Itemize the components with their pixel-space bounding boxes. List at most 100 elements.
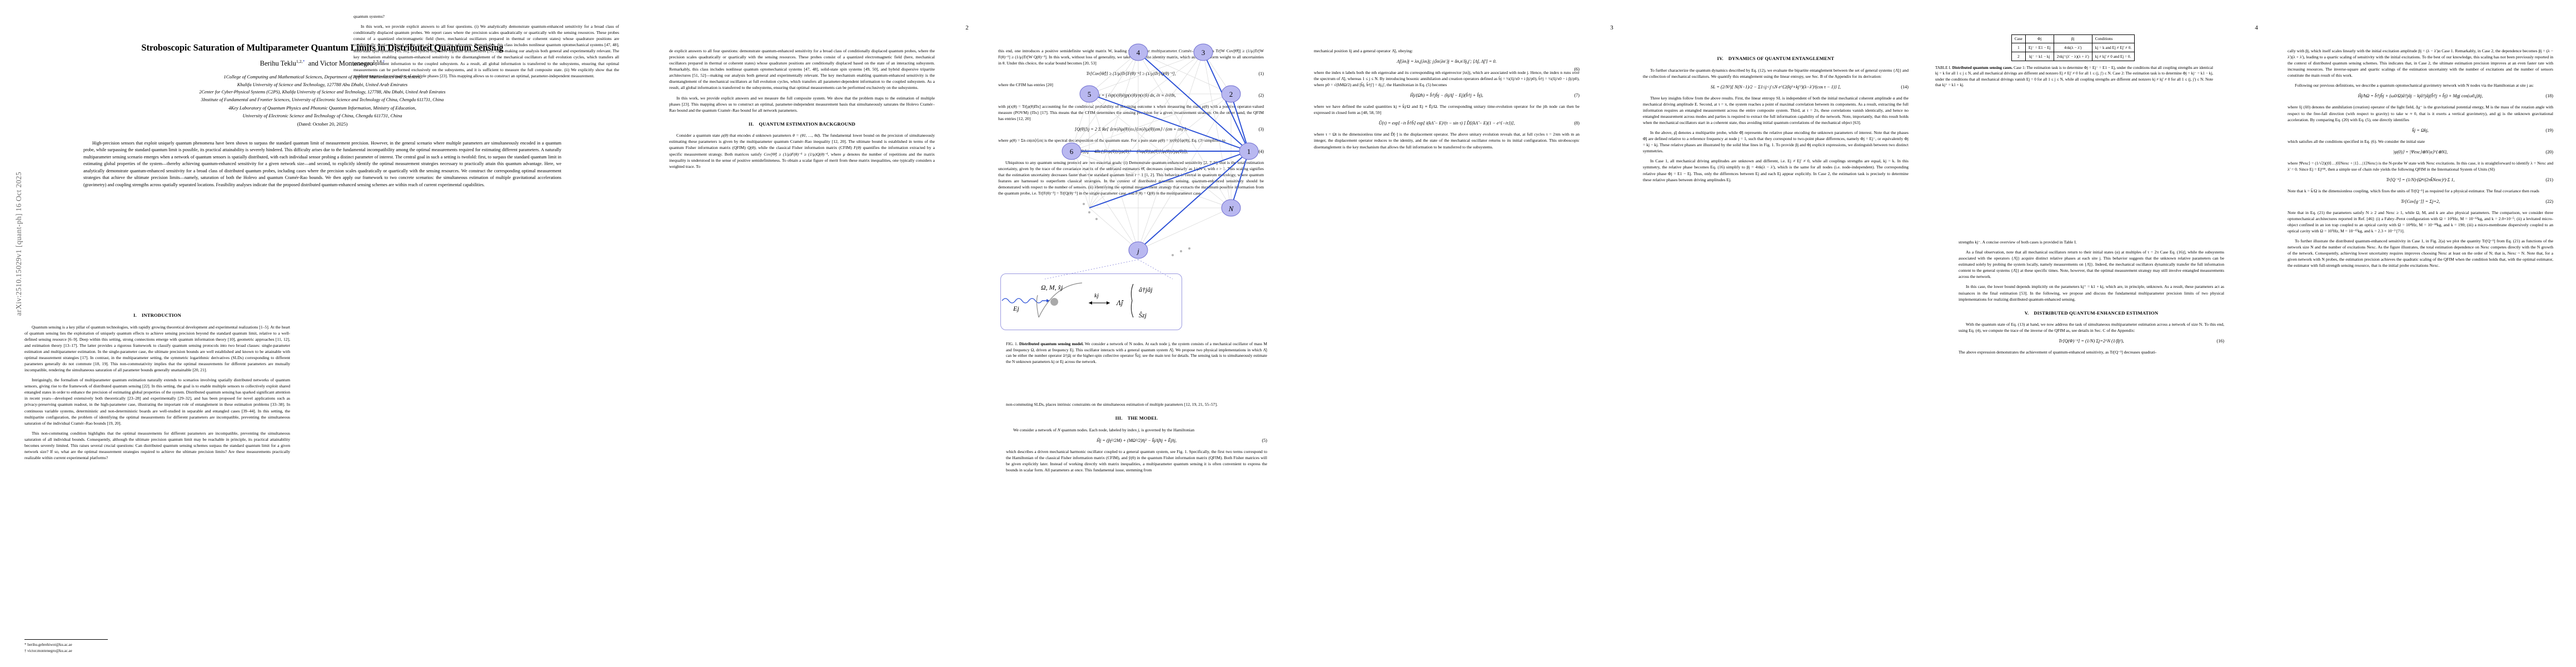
affiliation-1: 1College of Computing and Mathematical S…	[223, 74, 421, 79]
drive-wave	[1001, 298, 1043, 303]
affiliation-1b: Khalifa University of Science and Techno…	[237, 82, 408, 87]
page3-column-left: mechanical position x̂j and a general op…	[1314, 48, 1580, 150]
brace	[1130, 283, 1134, 318]
equation-8: Û(τ) = exp[−iτ b̂†b̂] exp[ i(kΛ̂ − E)²(τ…	[1378, 121, 1580, 126]
paragraph: As a final observation, note that all me…	[1959, 250, 2224, 280]
ellipsis-dots	[1083, 203, 1190, 256]
affiliation-4b: University of Electronic Science and Tec…	[242, 113, 402, 118]
col-header: Case	[2011, 34, 2026, 43]
section-heading-model: III.THE MODEL	[1115, 415, 1158, 421]
page-2: 2 de explicit answers to all four questi…	[645, 0, 1289, 667]
page-number: 4	[2255, 24, 2258, 31]
equation-16: Tr[Q(Φ)⁻¹] = (1/N) Σj=2^N (1/βj²),(16)	[2059, 339, 2224, 344]
table-caption-text: Case 1: The estimation task is to determ…	[1935, 66, 2213, 88]
equation-18: Ĥj/ħΩ = b̂†jb̂j + (ω0/Ω)â†jâj − kjâ†jâj(…	[2358, 93, 2553, 99]
paragraph: where ρ(θ) = Σn εn|εn⟩⟨εn| is the spectr…	[998, 138, 1225, 143]
section-heading-intro: I.INTRODUCTION	[133, 312, 182, 318]
table-row: 1 Ej⁻ = E1 − Ej 4πk(λ − λ') kj = k and E…	[2011, 43, 2135, 52]
paragraph: where x̂j (x̂0) denotes the annihilation…	[2288, 104, 2553, 122]
section-heading-entanglement: IV.DYNAMICS OF QUANTUM ENTANGLEMENT	[1717, 56, 1835, 61]
affiliation-2: 2Center for Cyber-Physical Systems (C2PS…	[199, 89, 446, 94]
section-heading-enhanced: V.DISTRIBUTED QUANTUM-ENHANCED ESTIMATIO…	[2024, 310, 2159, 316]
paragraph: where the CFIM has entries [20]	[998, 82, 1053, 88]
figure-label: FIG. 1.	[1006, 341, 1018, 346]
page-number: 2	[965, 24, 969, 31]
inset-operator: Λ̂j	[1115, 298, 1124, 307]
paragraph: In the above, ρ̂j denotes a multipartite…	[1643, 130, 1909, 154]
paragraph: cally with βj, which itself scales linea…	[2288, 48, 2553, 78]
paragraph: where the index n labels both the nth ei…	[1314, 70, 1580, 88]
paragraph: where we have defined the scaled quantit…	[1314, 104, 1580, 116]
table-label: TABLE I.	[1935, 66, 1951, 70]
paragraph: The above expression demonstrates the ac…	[1959, 350, 2157, 355]
paragraph: where |Ψexc⟩ = (1/√2)(|0⟩…|0⟩Nexc + |1⟩……	[2288, 160, 2553, 172]
inset-op-number: â†jâj	[1139, 286, 1153, 293]
paragraph: which describes a driven mechanical harm…	[1006, 449, 1267, 472]
page2-column-left: de explicit answers to all four question…	[669, 48, 935, 170]
paragraph: Following our previous definitions, we d…	[2295, 83, 2534, 88]
cell: kj⁻ = k1 − kj	[2025, 52, 2054, 61]
paragraph: Three key insights follow from the above…	[1643, 95, 1909, 125]
equation-2: [F(θ)]ij = ∫ ∂ip(x|θ)∂jp(x|θ)/p(x|θ) dx,…	[1086, 93, 1264, 98]
inset-params: Ω, M, x̂j	[1041, 283, 1063, 291]
equation-7: Ĥj/(Ωħ) = b̂†jb̂j − (kjΛ̂j − Ej)(b̂†j + …	[1410, 93, 1580, 98]
col-header: Conditions	[2091, 34, 2135, 43]
cell: 4πk(λ − λ')	[2053, 43, 2092, 52]
table-header-row: Case Φj βj Conditions	[2011, 34, 2135, 43]
node-label: N	[1228, 205, 1234, 213]
affiliation-4: 4Key Laboratory of Quantum Physics and P…	[228, 105, 416, 111]
paragraph: In this work, we provide explicit answer…	[353, 24, 619, 78]
footnote-email-1[interactable]: * berihu.gebrehiwot@ku.ac.ae	[24, 643, 72, 647]
figure-caption: FIG. 1. Distributed quantum sensing mode…	[1006, 341, 1267, 365]
abstract-text: High-precision sensors that exploit uniq…	[83, 141, 561, 187]
graph-nodes: 4 3 5 2 6 1 N j	[1062, 43, 1259, 259]
page-4: 4 Case Φj βj Conditions 1 Ej⁻ = E1 − Ej …	[1934, 0, 2576, 667]
cell: kj = k and Ej ≠ Ej' ≠ 0.	[2091, 43, 2135, 52]
table-1-block: Case Φj βj Conditions 1 Ej⁻ = E1 − Ej 4π…	[1934, 34, 2218, 88]
figure-inset-box: Ω, M, x̂j Ej kj Λ̂j â†jâj Ŝzj	[1000, 273, 1182, 330]
paragraph: To further illustrate the distributed qu…	[2288, 238, 2553, 268]
cell: kj ≠ kj' ≠ 0 and Ej = 0.	[2091, 52, 2135, 61]
arxiv-stamp: arXiv:2510.15029v1 [quant-ph] 16 Oct 202…	[14, 172, 23, 316]
cell: 1	[2011, 43, 2026, 52]
paragraph: In Case 1, all mechanical driving amplit…	[1643, 158, 1909, 182]
section-heading-background: II.QUANTUM ESTIMATION BACKGROUND	[748, 121, 856, 127]
inset-drive: Ej	[1013, 305, 1019, 312]
equation-6: Λ̂j|λn⟩j = λn,j|λn⟩j; j⟨λn|λn'⟩j = δn,n'…	[1397, 59, 1580, 72]
paragraph: de explicit answers to all four question…	[669, 48, 935, 91]
network-graph-svg: 4 3 5 2 6 1 N j	[1044, 43, 1259, 280]
node-label: 4	[1137, 48, 1140, 57]
equation-5: Ĥj = (p̂j²/2M) + (MΩ²/2)x̂j² − k̃jΛ̂jx̂j…	[1097, 437, 1267, 443]
node-label: 3	[1202, 48, 1205, 57]
table-row: 2 kj⁻ = k1 − kj 2πkj⁺(λ' − λ)(λ + λ') kj…	[2011, 52, 2135, 61]
col-header: βj	[2053, 34, 2092, 43]
equation-19: k̃j = Ωkj,(19)	[2412, 127, 2553, 133]
equation-20: |ψ(0)⟩ = |Ψexc⟩⊗N|α⟩^{⊗N},(20)	[2393, 149, 2553, 155]
paragraph: where τ = Ωt is the dimensionless time a…	[1314, 132, 1580, 150]
node-label: 5	[1088, 90, 1092, 98]
cell: Ej⁻ = E1 − Ej	[2025, 43, 2054, 52]
cell: 2	[2011, 52, 2026, 61]
equation-21: Tr[Q⁻¹] = (1/N)·(Ω⁴/(2πk̃Nexc)²)·Σ 1,(21…	[2386, 177, 2554, 182]
equation-22: Tr[Cov[g⁻]] = Σj=2,(22)	[2400, 198, 2553, 204]
page-title: Stroboscopic Saturation of Multiparamete…	[141, 42, 504, 53]
paragraph: non-commuting SLDs, places intrinsic con…	[1006, 402, 1218, 407]
cell: 2πkj⁺(λ' − λ)(λ + λ')	[2053, 52, 2092, 61]
footnote-email-2[interactable]: † victor.montenegro@ku.ac.ae	[24, 648, 72, 653]
paragraph: To further characterize the quantum dyna…	[1643, 67, 1909, 79]
inset-diagram: Ω, M, x̂j Ej kj Λ̂j â†jâj Ŝzj	[1001, 282, 1153, 319]
page2-fig-column-tail: non-commuting SLDs, places intrinsic con…	[1006, 401, 1267, 473]
paragraph: strengths kj⁻. A concise overview of bot…	[1959, 240, 2077, 245]
footnote-block: * berihu.gebrehiwot@ku.ac.ae † victor.mo…	[24, 639, 286, 654]
page4-column-right: cally with βj, which itself scales linea…	[2288, 48, 2553, 269]
page4-column-left: strengths kj⁻. A concise overview of bot…	[1959, 239, 2224, 355]
figure-caption-text: We consider a network of N nodes. At eac…	[1006, 341, 1267, 365]
abstract: High-precision sensors that exploit uniq…	[83, 140, 561, 188]
paragraph: which satisfies all the conditions speci…	[2288, 138, 2425, 144]
equation-14: SL = (2/N²)[ N(N−1)/2 − Σ1≤j<j'≤N e^{2(k…	[1710, 84, 1909, 89]
paragraph: Note that k = k̃/Ω is the dimensionless …	[2288, 188, 2539, 193]
node-label: j	[1136, 247, 1139, 255]
paragraph: With the quantum state of Eq. (13) at ha…	[1959, 322, 2224, 334]
affiliation-3: 3Institute of Fundamental and Frontier S…	[201, 97, 444, 102]
page-number: 3	[1610, 24, 1613, 31]
